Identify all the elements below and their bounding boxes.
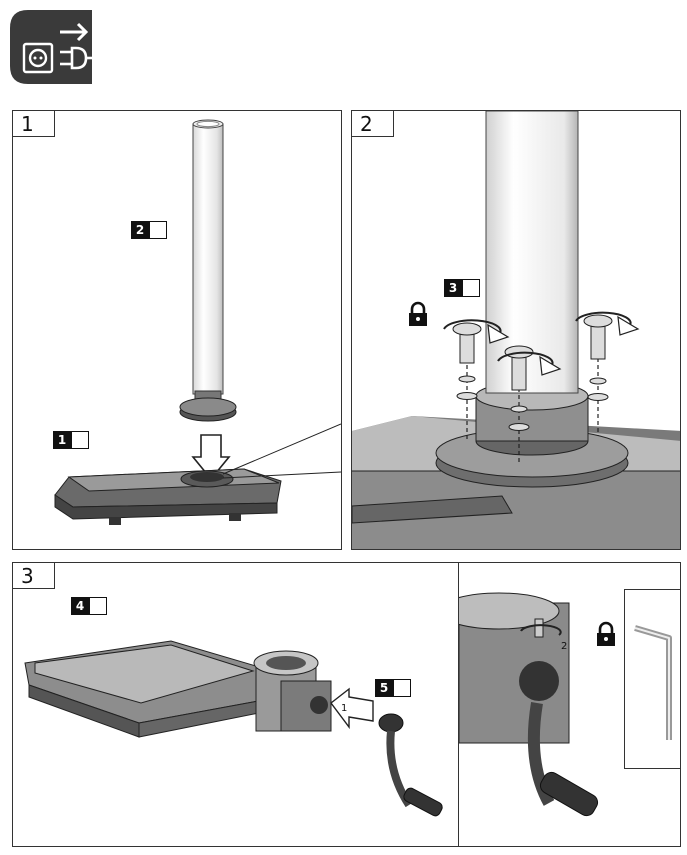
unplug-power-icon (8, 8, 96, 86)
lock-icon (597, 621, 615, 646)
tighten-arrow-label: 2 (561, 641, 568, 652)
tool-icon (393, 679, 411, 697)
tool-icon (71, 431, 89, 449)
step-number: 5 (375, 679, 393, 697)
step-badge-1: 1 (53, 431, 89, 449)
step-badge-5: 5 (375, 679, 411, 697)
hex-key-inset (624, 589, 680, 769)
hex-key-icon (634, 625, 672, 740)
down-arrow-icon (191, 434, 231, 481)
step-badge-2: 2 (131, 221, 167, 239)
crank-handle (378, 713, 443, 817)
lock-icon (409, 301, 427, 326)
step-badge-4: 4 (71, 597, 107, 615)
tool-icon (462, 279, 480, 297)
tool-icon (89, 597, 107, 615)
panel-2: 2 (351, 110, 681, 550)
panel-number: 2 (352, 111, 394, 137)
panel-3: 3 1 4 5 2 (12, 562, 681, 847)
panel-number: 1 (13, 111, 55, 137)
insert-arrow-label: 1 (341, 703, 348, 714)
work-table (24, 640, 332, 738)
step-badge-3: 3 (444, 279, 480, 297)
base-plate (54, 468, 282, 525)
zoom-lines (222, 423, 341, 479)
step-number: 3 (444, 279, 462, 297)
column-tube (179, 119, 237, 422)
clamp-detail (459, 592, 599, 817)
insert-arrow-icon (330, 687, 374, 730)
panel-number: 3 (13, 563, 55, 589)
panel-1: 1 2 1 (12, 110, 342, 550)
tool-icon (149, 221, 167, 239)
zoom-scene (352, 111, 680, 549)
step-number: 2 (131, 221, 149, 239)
step-number: 1 (53, 431, 71, 449)
step-number: 4 (71, 597, 89, 615)
